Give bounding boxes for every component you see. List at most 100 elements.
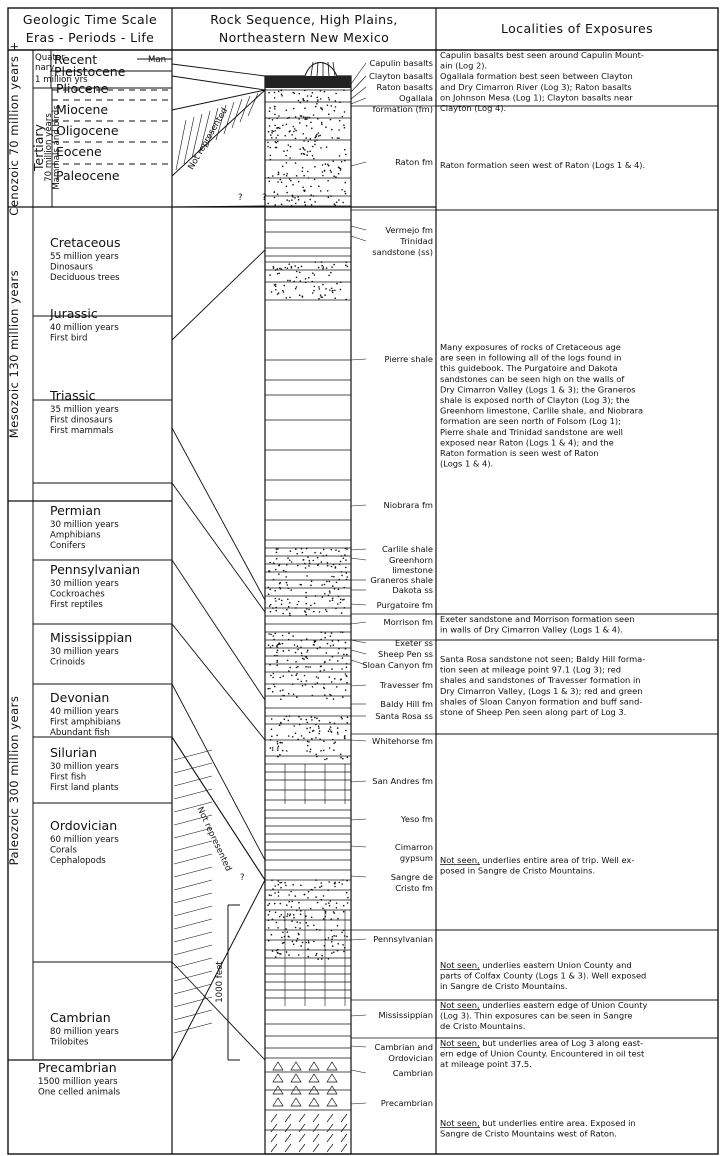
stipple-dot (332, 738, 334, 741)
stipple-dot (345, 153, 347, 156)
stipple-dot (282, 291, 285, 293)
correlation-line (171, 683, 266, 861)
stipple-dot (305, 666, 307, 668)
stipple-dot (335, 92, 337, 95)
formation-leader (350, 621, 367, 625)
stipple-dot (331, 290, 333, 292)
stipple-dot (334, 100, 337, 102)
stipple-dot (321, 954, 324, 957)
stipple-dot (334, 741, 337, 743)
stipple-dot (276, 661, 278, 663)
stipple-dot (334, 204, 337, 207)
crystalline-mark (326, 1133, 334, 1143)
stipple-dot (298, 901, 300, 904)
stipple-dot (274, 911, 277, 914)
stipple-dot (337, 660, 339, 662)
stipple-dot (338, 563, 341, 565)
stipple-dot (272, 635, 275, 637)
wedge-hatch (239, 95, 251, 123)
formation-leader (350, 938, 367, 941)
stipple-dot (333, 175, 335, 177)
stipple-dot (275, 137, 278, 139)
crystalline-mark (298, 1143, 306, 1153)
stipple-dot (304, 610, 306, 612)
stipple-dot (296, 937, 299, 940)
formation-label: Whitehorse fm (372, 736, 433, 746)
stipple-dot (339, 753, 342, 756)
period-detail: First reptiles (50, 600, 103, 610)
stipple-dot (302, 559, 305, 561)
formation-label: Exeter ss (395, 638, 433, 648)
stipple-dot (297, 564, 299, 567)
stipple-dot (307, 897, 309, 899)
stipple-dot (271, 132, 273, 134)
formation-label: gypsum (400, 853, 433, 863)
stipple-dot (316, 647, 319, 650)
stipple-dot (325, 903, 327, 905)
wedge-hatch (231, 98, 243, 129)
period-detail: Cockroaches (50, 590, 105, 600)
stipple-dot (280, 698, 282, 700)
period-detail: 55 million years (50, 252, 119, 262)
locality-text: (Logs 1 & 4). (440, 459, 493, 469)
stipple-dot (299, 927, 301, 929)
stipple-dot (316, 100, 319, 103)
locality-text: are seen in following all of the logs fo… (440, 353, 621, 363)
stipple-dot (320, 561, 323, 563)
stipple-dot (344, 648, 347, 650)
stipple-dot (302, 186, 304, 189)
stipple-dot (326, 562, 329, 564)
stipple-dot (322, 555, 325, 557)
stipple-dot (344, 159, 346, 162)
epoch-label: Oligocene (56, 123, 119, 138)
stipple-dot (267, 202, 270, 205)
stipple-dot (299, 271, 301, 274)
stipple-dot (339, 678, 342, 681)
formation-label: Greenhorn (389, 555, 433, 565)
locality-text: sandstones can be seen high on the walls… (440, 374, 625, 384)
stipple-dot (315, 723, 317, 726)
stipple-dot (267, 687, 270, 690)
stipple-dot (296, 645, 299, 647)
stipple-dot (342, 929, 345, 932)
locality-text: this guidebook. The Purgatoire and Dakot… (440, 363, 618, 373)
stipple-dot (297, 600, 300, 603)
stipple-dot (286, 267, 289, 270)
formation-leader (350, 845, 367, 848)
period-detail: Amphibians (50, 531, 101, 541)
stipple-dot (267, 145, 269, 148)
period-detail: Corals (50, 846, 77, 856)
stipple-dot (339, 169, 342, 171)
formation-label: formation (fm) (373, 104, 433, 114)
stipple-dot (300, 639, 303, 642)
stipple-dot (299, 583, 302, 586)
stipple-dot (277, 745, 280, 748)
formation-label: Graneros shale (370, 575, 433, 585)
stipple-dot (306, 118, 308, 120)
stipple-dot (276, 749, 279, 751)
stipple-dot (307, 955, 310, 958)
stipple-dot (330, 565, 333, 568)
stipple-dot (314, 261, 317, 263)
stipple-dot (272, 267, 275, 269)
stipple-dot (282, 569, 285, 572)
locality-text: Capulin basalts best seen around Capulin… (440, 50, 644, 60)
stipple-dot (301, 941, 304, 944)
stipple-dot (276, 649, 279, 652)
stipple-dot (294, 265, 297, 267)
stipple-dot (319, 552, 322, 554)
stipple-dot (321, 171, 324, 173)
stipple-dot (267, 593, 270, 595)
stipple-dot (333, 742, 335, 745)
stipple-dot (307, 556, 309, 558)
stipple-dot (342, 910, 345, 913)
stipple-dot (331, 640, 334, 642)
correlation-line (171, 249, 266, 341)
stipple-dot (327, 96, 330, 99)
wedge-hatch (199, 110, 211, 153)
stipple-dot (287, 587, 290, 590)
stipple-dot (319, 646, 321, 648)
stipple-dot (274, 204, 277, 206)
stipple-dot (307, 170, 309, 173)
stipple-dot (302, 99, 305, 101)
